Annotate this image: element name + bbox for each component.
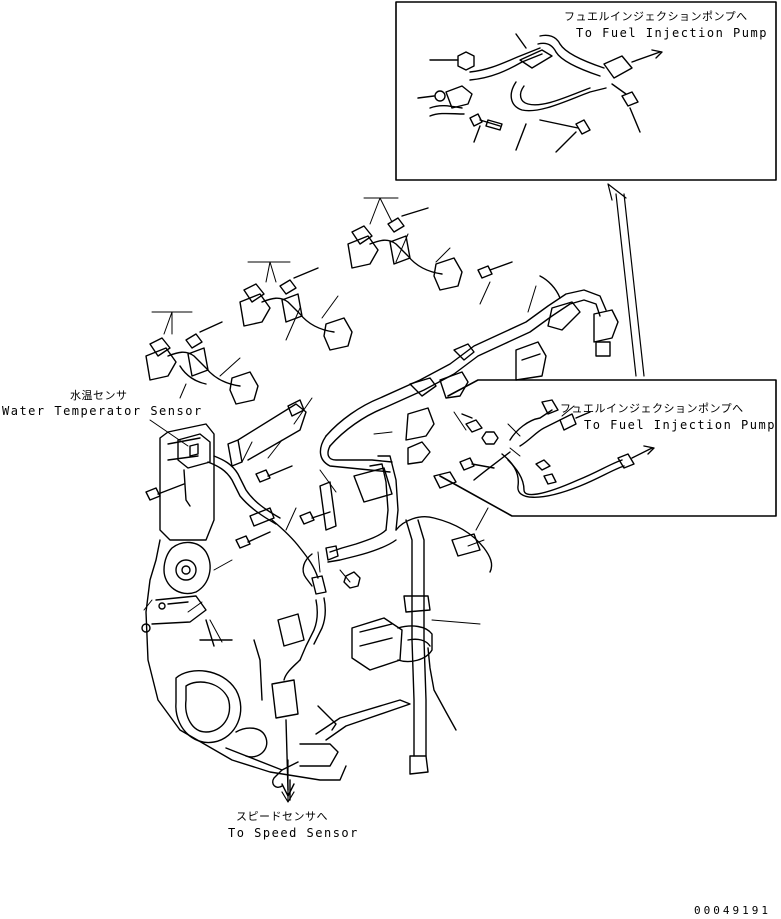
water-temp-sensor xyxy=(177,433,211,507)
transfer-arrow-top xyxy=(607,183,645,377)
speed-sensor-arrow xyxy=(281,759,295,803)
speed-sensor-jp-label: スピードセンサへ xyxy=(236,810,328,823)
fuel-pump-top-en-label: To Fuel Injection Pump xyxy=(576,26,768,40)
fuel-pump-mid-jp-label: フュエルインジェクションポンプへ xyxy=(560,402,744,415)
fuel-pump-top-jp-label: フュエルインジェクションポンプへ xyxy=(564,10,748,23)
detail-inset-top xyxy=(395,1,777,181)
injector-harness-3 xyxy=(347,207,463,291)
speed-sensor-en-label: To Speed Sensor xyxy=(228,826,359,840)
drawing-number: 00049191 xyxy=(694,904,771,917)
detail-inset-mid xyxy=(439,379,777,517)
bolts xyxy=(145,261,513,589)
timing-case-body xyxy=(141,423,411,801)
leader-lines xyxy=(143,197,575,643)
main-harness xyxy=(207,275,619,797)
water-temp-en-label: Water Temperator Sensor xyxy=(2,404,203,418)
injector-harness-2 xyxy=(239,267,353,351)
injector-harness-1 xyxy=(145,321,259,405)
fuel-pump-mid-en-label: To Fuel Injection Pump xyxy=(584,418,776,432)
water-temp-jp-label: 水温センサ xyxy=(70,389,128,402)
water-temp-leader xyxy=(149,419,189,447)
